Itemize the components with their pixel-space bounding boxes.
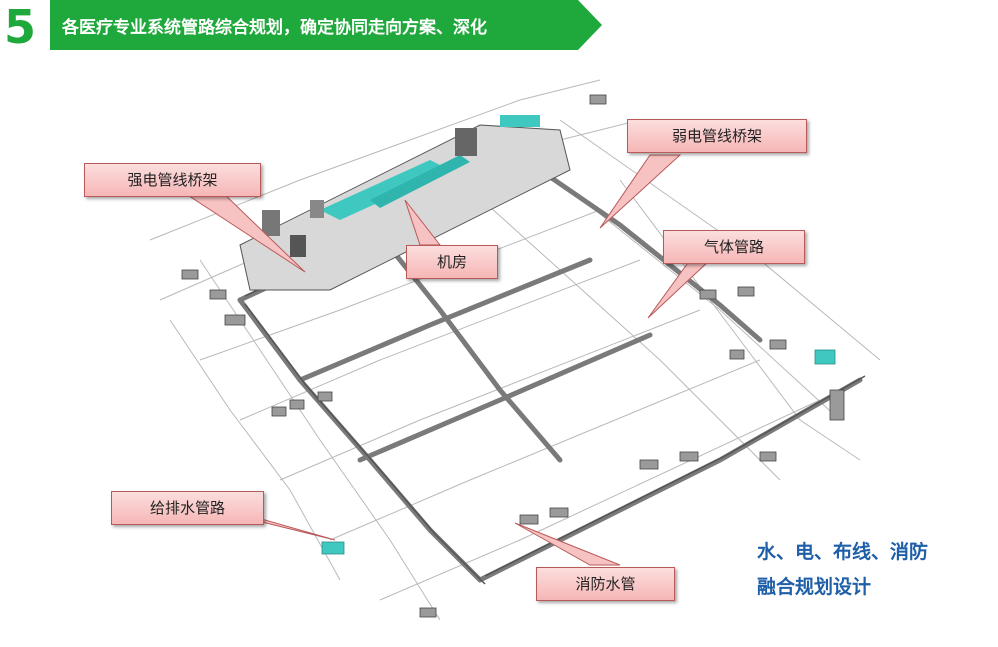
callout-strong-power-tray: 强电管线桥架 bbox=[84, 163, 261, 197]
callout-machine-room: 机房 bbox=[406, 245, 498, 279]
caption-line-1: 水、电、布线、消防 bbox=[757, 541, 929, 563]
caption-line-2: 融合规划设计 bbox=[757, 576, 872, 598]
machine-room-block bbox=[239, 115, 571, 291]
callout-water-pipe: 给排水管路 bbox=[111, 491, 264, 525]
callout-gas-pipe: 气体管路 bbox=[663, 230, 805, 264]
page-title: 各医疗专业系统管路综合规划，确定协同走向方案、深化 bbox=[62, 18, 487, 38]
bim-pipeline-diagram bbox=[149, 79, 881, 621]
title-banner bbox=[50, 0, 602, 50]
callout-weak-power-tray: 弱电管线桥架 bbox=[627, 119, 807, 153]
callout-fire-pipe: 消防水管 bbox=[536, 567, 675, 601]
step-number: 5 bbox=[4, 0, 37, 54]
